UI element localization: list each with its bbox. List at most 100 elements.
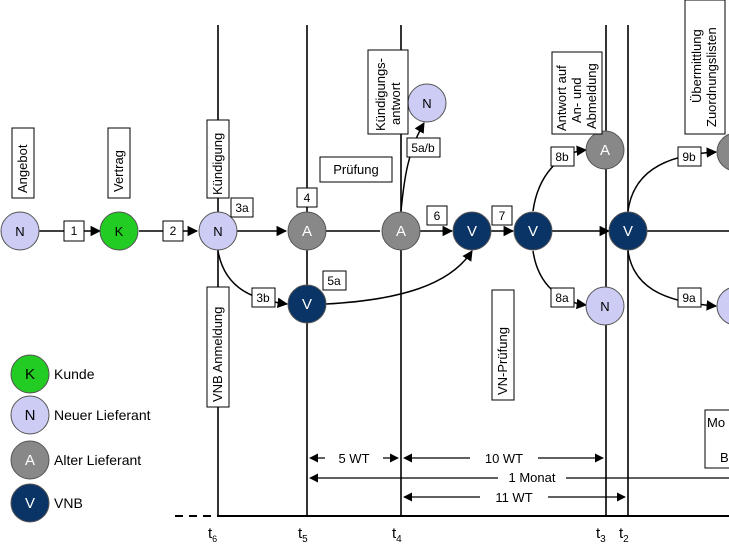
node-neuer-lieferant-2: N [198, 211, 238, 251]
svg-text:N: N [422, 96, 431, 111]
step-2: 2 [162, 220, 184, 242]
time-label-t3: t3 [596, 525, 606, 545]
step-8a: 8a [550, 287, 575, 308]
svg-text:Kündigungs-: Kündigungs- [373, 58, 388, 131]
svg-text:5a/b: 5a/b [411, 141, 435, 155]
time-label-t6: t6 [208, 525, 217, 544]
step-5a: 5a [322, 270, 347, 291]
time-label-t5: t5 [298, 525, 308, 545]
duration-10wt: 10 WT [485, 451, 523, 466]
svg-text:Mo: Mo [707, 415, 725, 430]
svg-text:VNB Anmeldung: VNB Anmeldung [210, 307, 225, 402]
duration-labels: 5 WT 10 WT 1 Monat 11 WT [325, 449, 566, 506]
svg-text:4: 4 [304, 191, 311, 205]
node-vnb-1: V [287, 284, 327, 324]
node-vnb-3: V [513, 211, 553, 251]
node-neuer-lieferant-4: N [585, 286, 625, 326]
svg-text:Zuordnungslisten: Zuordnungslisten [704, 27, 719, 127]
svg-text:An- und: An- und [569, 77, 584, 123]
step-boxes: 1 2 3a 3b 4 5a 5a/b 6 [63, 137, 702, 308]
svg-text:VNB: VNB [54, 495, 83, 511]
svg-text:Neuer Lieferant: Neuer Lieferant [54, 407, 151, 423]
svg-text:Vertrag: Vertrag [111, 150, 126, 192]
step-1: 1 [63, 220, 85, 242]
label-antwort-an-abmeldung: Antwort auf An- und Abmeldung [551, 51, 603, 135]
svg-text:K: K [115, 224, 124, 239]
svg-text:V: V [302, 296, 312, 313]
legend-kunde: K Kunde [10, 354, 95, 394]
node-neuer-lieferant-1: N [0, 211, 40, 251]
svg-text:8b: 8b [555, 150, 569, 164]
svg-text:A: A [302, 223, 312, 240]
time-label-t2: t2 [619, 525, 629, 545]
svg-text:Angebot: Angebot [15, 144, 30, 193]
step-4: 4 [296, 187, 318, 208]
label-kuendigung: Kündigung [206, 119, 230, 199]
duration-5wt: 5 WT [338, 451, 369, 466]
label-angebot: Angebot [11, 127, 35, 199]
step-6: 6 [426, 205, 448, 226]
node-neuer-lieferant-5: N [716, 287, 729, 325]
svg-text:Kunde: Kunde [54, 366, 95, 382]
svg-text:N: N [213, 224, 222, 239]
label-vnb-anmeldung: VNB Anmeldung [206, 286, 230, 408]
svg-text:V: V [528, 223, 538, 240]
step-7: 7 [491, 205, 513, 226]
nodes: N K N A V A N V [0, 83, 729, 326]
svg-text:Antwort auf: Antwort auf [554, 65, 569, 131]
svg-text:V: V [623, 223, 633, 240]
svg-text:V: V [25, 495, 35, 512]
svg-text:B: B [720, 450, 729, 465]
svg-text:N: N [600, 299, 609, 314]
label-vertrag: Vertrag [107, 127, 131, 199]
node-alter-lieferant-1: A [287, 211, 327, 251]
node-alter-lieferant-3: A [585, 130, 625, 170]
svg-text:Prüfung: Prüfung [333, 162, 379, 177]
svg-text:N: N [25, 407, 36, 424]
svg-text:6: 6 [434, 209, 441, 223]
node-vnb-4: V [608, 211, 648, 251]
legend: K Kunde N Neuer Lieferant A Alter Liefer… [10, 354, 151, 523]
svg-text:9b: 9b [682, 150, 696, 164]
node-neuer-lieferant-3: N [407, 83, 447, 123]
svg-text:A: A [396, 223, 406, 240]
svg-text:VN-Prüfung: VN-Prüfung [495, 327, 510, 395]
phase-labels: Angebot Vertrag Kündigung Prüfung Kündig… [11, 0, 729, 469]
svg-text:K: K [25, 366, 35, 383]
svg-text:N: N [15, 224, 24, 239]
step-3b: 3b [251, 287, 276, 308]
step-8b: 8b [550, 146, 575, 167]
svg-text:antwort: antwort [388, 82, 403, 125]
svg-text:Alter Lieferant: Alter Lieferant [54, 452, 141, 468]
label-uebermittlung: Übermittlung Zuordnungslisten [684, 0, 726, 135]
node-vnb-2: V [452, 211, 492, 251]
svg-text:V: V [467, 223, 477, 240]
legend-vnb: V VNB [10, 483, 83, 523]
time-labels: t6 t5 t4 t3 t2 [208, 525, 629, 545]
svg-text:5a: 5a [327, 274, 341, 288]
svg-text:8a: 8a [555, 291, 569, 305]
svg-text:Kündigung: Kündigung [210, 133, 225, 195]
step-5ab: 5a/b [406, 137, 441, 158]
svg-text:9a: 9a [682, 291, 696, 305]
svg-text:3b: 3b [256, 291, 270, 305]
step-9a: 9a [677, 287, 702, 308]
step-3a: 3a [230, 197, 254, 218]
svg-text:A: A [600, 142, 610, 159]
time-label-t4: t4 [392, 525, 402, 545]
label-partial-box: Mo B [704, 409, 729, 469]
node-alter-lieferant-2: A [381, 211, 421, 251]
label-pruefung: Prüfung [319, 156, 393, 183]
node-kunde: K [99, 211, 139, 251]
svg-text:3a: 3a [235, 201, 249, 215]
legend-alter-lieferant: A Alter Lieferant [10, 440, 141, 480]
legend-neuer-lieferant: N Neuer Lieferant [10, 395, 151, 435]
svg-text:7: 7 [499, 209, 506, 223]
label-vn-pruefung: VN-Prüfung [491, 289, 515, 401]
label-kuendigungsantwort: Kündigungs- antwort [367, 49, 409, 135]
node-alter-lieferant-4: A [716, 133, 729, 171]
svg-text:1: 1 [71, 224, 78, 238]
svg-text:2: 2 [170, 224, 177, 238]
duration-1monat: 1 Monat [509, 470, 556, 485]
